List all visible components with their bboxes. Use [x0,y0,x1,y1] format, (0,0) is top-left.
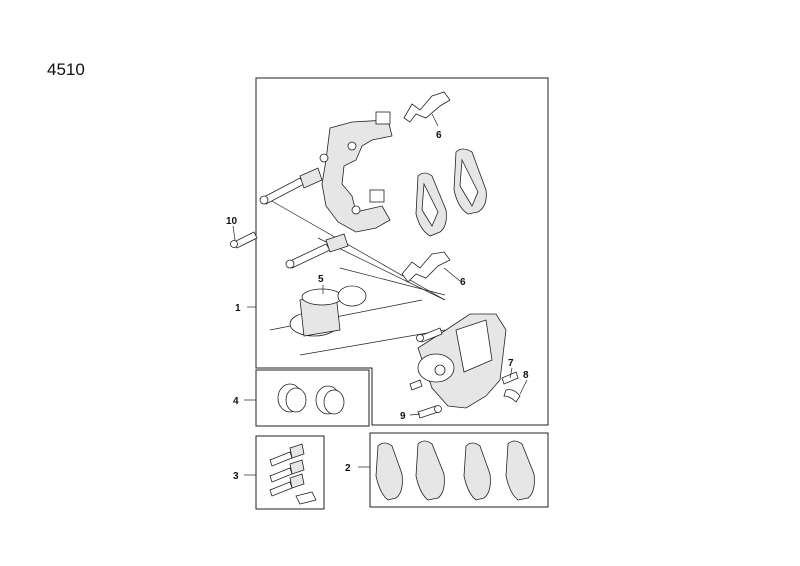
callout-10: 10 [226,216,238,227]
caliper-housing [417,313,507,409]
anti-rattle-spring-lower [401,251,451,283]
guide-pin-kit-parts [269,443,317,505]
bleeder-cap-8 [503,389,521,403]
main-assembly-frame [255,77,549,426]
callout-5: 5 [318,274,324,285]
bolt-9 [417,405,442,419]
callout-leaders [232,113,528,476]
piston-seal-ring [337,285,367,307]
brake-pad-set-frame [369,432,549,508]
callout-9: 9 [400,411,406,422]
seal-kit-frame [255,369,370,427]
callout-6-upper: 6 [436,130,442,141]
guide-pin-kit-frame [255,435,325,510]
callout-3: 3 [233,471,239,482]
callout-1: 1 [235,303,241,314]
callout-8: 8 [523,370,529,381]
caliper-carrier-bracket [319,111,393,233]
callout-2: 2 [345,463,351,474]
caliper-piston [289,288,343,337]
anti-rattle-spring-upper [403,91,451,123]
upper-guide-pin [259,167,323,205]
lower-guide-pin [285,233,349,269]
pad-set-pads [375,440,535,501]
callout-4: 4 [233,396,239,407]
bolt-10 [230,231,258,249]
seal-kit-rings [277,383,345,415]
small-bolt-lower [409,379,423,391]
inner-brake-pad [415,172,447,237]
page-number: 4510 [47,60,85,79]
callout-6-lower: 6 [460,277,466,288]
outer-brake-pad [453,148,487,215]
callout-7: 7 [508,358,514,369]
bolt-upper-caliper [416,327,443,343]
